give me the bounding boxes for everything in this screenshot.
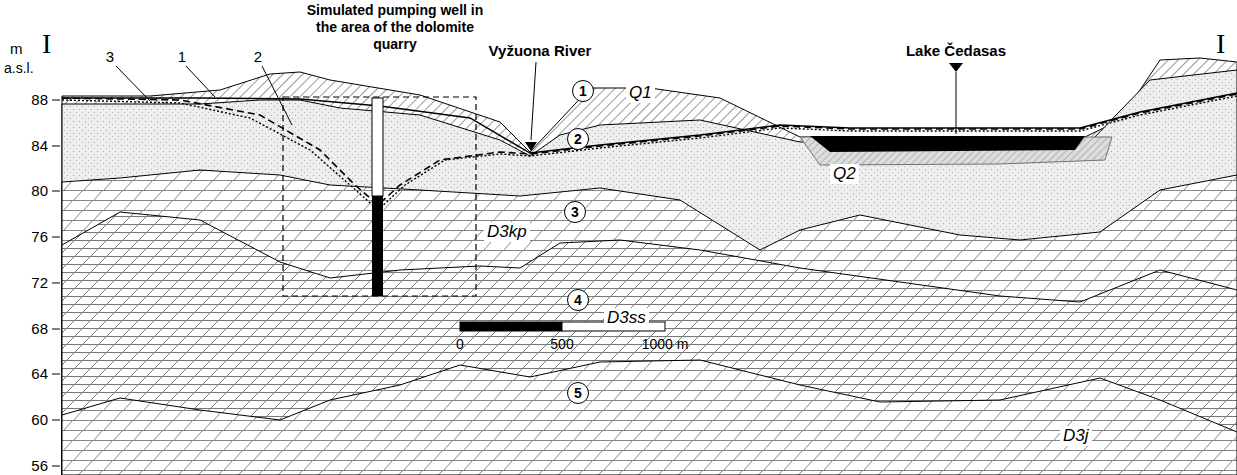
section-label: D3j: [1060, 426, 1092, 446]
section-label: 1000 m: [642, 336, 689, 352]
section-label: Lake Čedasas: [906, 42, 1006, 59]
section-label: m: [10, 40, 23, 57]
section-label: 3: [106, 48, 114, 65]
layer-number-circle: 1: [572, 80, 594, 102]
section-label: 84: [31, 137, 48, 154]
leader-line: [262, 66, 292, 125]
section-label: 76: [31, 228, 48, 245]
section-label: 1: [178, 48, 186, 65]
q2-layer: [62, 70, 1237, 475]
well-screen: [372, 196, 383, 296]
water-level-3: [62, 96, 1237, 210]
layer-number: 3: [571, 205, 579, 219]
d3j-layer: [62, 360, 1237, 475]
section-label: I: [42, 30, 51, 58]
water-level-symbol: [525, 142, 537, 151]
well-title: Simulated pumping well in the area of th…: [295, 2, 495, 52]
layer-number-circle: 2: [567, 128, 589, 150]
water-level-symbol: [949, 63, 963, 72]
layer-number: 1: [579, 84, 587, 98]
section-label: 56: [31, 457, 48, 474]
layer-number-circle: 5: [567, 382, 589, 404]
d3kp-layer: [62, 170, 1237, 475]
scale-bar-black: [460, 322, 562, 331]
well-casing: [372, 98, 383, 196]
section-label: D3kp: [484, 222, 530, 242]
quarry-box: [283, 97, 476, 296]
section-label: 64: [31, 365, 48, 382]
section-label: Q1: [626, 83, 655, 103]
layer-number-circle: 4: [567, 289, 589, 311]
leader-line: [531, 62, 536, 140]
layer-number: 4: [574, 293, 582, 307]
layer-number: 2: [574, 132, 582, 146]
leader-line: [956, 72, 957, 134]
leader-line: [186, 66, 215, 97]
layer-number: 5: [574, 386, 582, 400]
section-label: Q2: [830, 164, 859, 184]
layer-number-circle: 3: [564, 201, 586, 223]
section-label: a.s.l.: [4, 60, 34, 76]
section-label: I: [1216, 30, 1225, 58]
section-label: 68: [31, 320, 48, 337]
section-label: Vyžuona River: [489, 42, 592, 59]
section-label: 80: [31, 182, 48, 199]
d3ss-layer: [62, 212, 1237, 475]
leader-line: [116, 66, 150, 101]
q1-layer: [62, 58, 1237, 475]
section-label: 72: [31, 274, 48, 291]
axis-ticks: [52, 100, 60, 466]
section-label: 500: [550, 336, 573, 352]
section-label: 2: [254, 48, 262, 65]
lake-water: [810, 136, 1085, 152]
section-label: 60: [31, 411, 48, 428]
section-label: 0: [456, 336, 464, 352]
lake-sediment: [800, 137, 1112, 165]
section-label: D3ss: [604, 308, 649, 328]
water-level-2: [62, 94, 1237, 205]
section-label: 88: [31, 91, 48, 108]
